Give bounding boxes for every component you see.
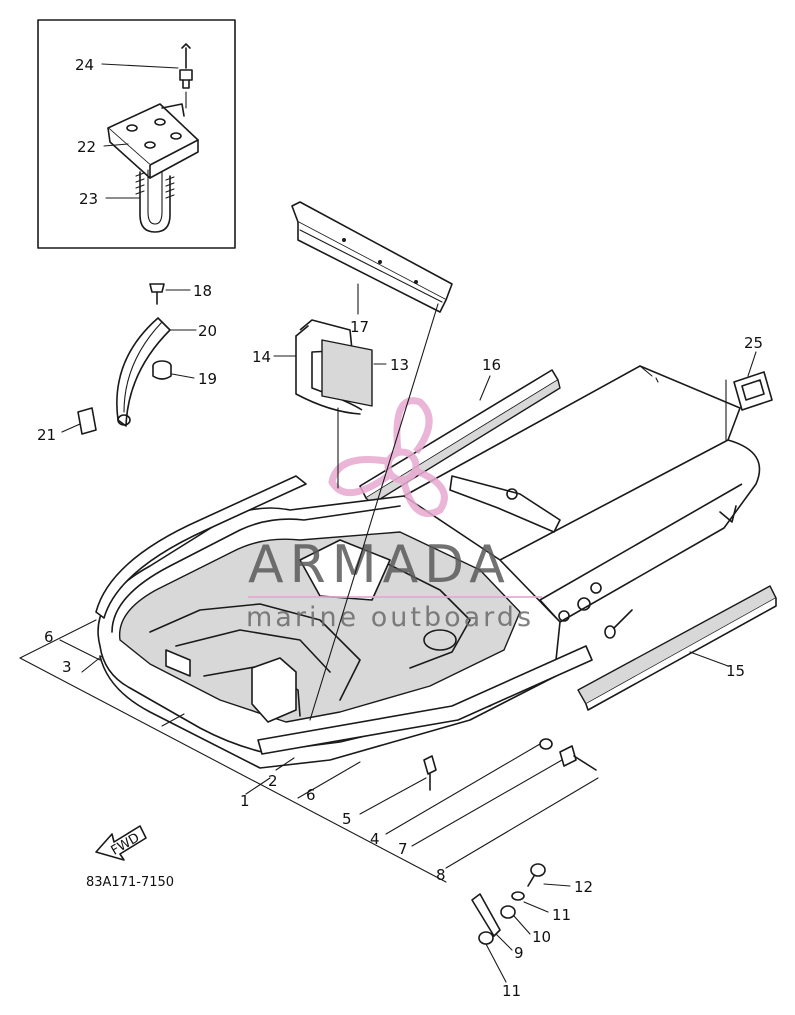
callout-10: 10: [532, 928, 551, 946]
plate-25-part: [733, 371, 773, 411]
callout-1: 1: [240, 792, 250, 810]
callout-6a: 6: [44, 628, 54, 646]
bolt-18-part: [149, 283, 165, 305]
fastener-5-part: [423, 755, 437, 791]
pad-13-part: [321, 339, 373, 407]
callout-19: 19: [198, 370, 217, 388]
callout-21: 21: [37, 426, 56, 444]
clip-9-part: [471, 893, 501, 937]
callout-4: 4: [370, 830, 380, 848]
bolt-7-part: [539, 738, 553, 750]
callout-7: 7: [398, 840, 408, 858]
callout-18: 18: [193, 282, 212, 300]
nut-19-part: [152, 360, 172, 380]
washer-11-part: [511, 891, 525, 901]
callout-11a: 11: [552, 906, 571, 924]
bolt-8-part: [559, 745, 597, 771]
watermark-brand: ARMADA: [248, 535, 511, 595]
strap-20-part: [116, 317, 171, 427]
callout-11b: 11: [502, 982, 521, 1000]
bolt-24-part: [179, 43, 193, 109]
callout-25: 25: [744, 334, 763, 352]
callout-22: 22: [77, 138, 96, 156]
callout-5: 5: [342, 810, 352, 828]
rail-3-part: [95, 475, 307, 619]
rail-2-part: [257, 645, 593, 755]
tray-17-part: [291, 201, 453, 313]
washer-10-part: [500, 905, 516, 919]
part-code: 83A171-7150: [86, 875, 174, 890]
ubolt-23-part: [135, 169, 175, 233]
rail-15-part: [577, 585, 777, 711]
callout-16: 16: [482, 356, 501, 374]
callout-6b: 6: [306, 786, 316, 804]
leader-lines: [19, 63, 757, 983]
callout-23: 23: [79, 190, 98, 208]
inset-box: [37, 19, 236, 249]
hull-body: [97, 365, 761, 769]
callout-20: 20: [198, 322, 217, 340]
bracket-22-part: [107, 103, 199, 179]
watermark-tagline: marine outboards: [246, 602, 534, 633]
pad-21-part: [77, 407, 97, 435]
callout-9: 9: [514, 944, 524, 962]
callout-2: 2: [268, 772, 278, 790]
callout-3: 3: [62, 658, 72, 676]
watermark: ARMADA marine outboards: [246, 397, 542, 633]
callout-labels: 24 22 23 18 20 19 21 14 13 17 16 25 15 6…: [37, 56, 763, 1000]
pin-part: [604, 609, 633, 639]
callout-17: 17: [350, 318, 369, 336]
screw-12-part: [527, 863, 546, 887]
callout-12: 12: [574, 878, 593, 896]
callout-14: 14: [252, 348, 271, 366]
washer-11b-part: [478, 931, 494, 945]
callout-15: 15: [726, 662, 745, 680]
callout-24: 24: [75, 56, 94, 74]
fwd-arrow: FWD: [95, 825, 147, 861]
callout-8: 8: [436, 866, 446, 884]
callout-13: 13: [390, 356, 409, 374]
